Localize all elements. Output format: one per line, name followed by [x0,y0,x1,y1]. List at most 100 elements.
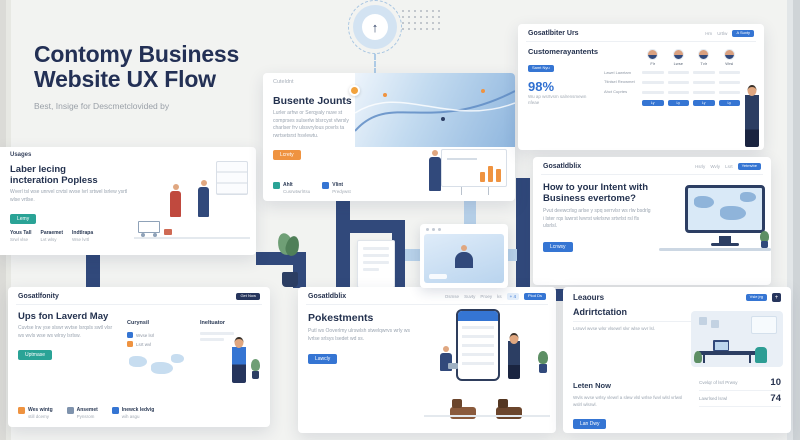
usages-column: Yous Tall Srwl vlse [10,230,31,242]
table-action-button[interactable]: Ly [718,99,740,107]
stat-label: Lawrlsed lsrwl [699,395,728,401]
nav-item[interactable]: Hsrly [695,164,706,169]
medal-icon [349,85,360,96]
site-logo-text: Gosatldblix [543,163,582,170]
usages-heading: Laber lecing incteration Popless [10,164,98,187]
divider [541,174,763,175]
table-action-button[interactable]: Ly [667,99,689,107]
stat-title: Ahlt [283,182,293,188]
plant-leaf [251,359,260,371]
gosatlfonity-stats: Wes wintg still dcemy Ansemet Pynsrom In… [18,407,154,419]
header-cta-button[interactable]: Get Now [236,293,260,300]
header-cta-button[interactable]: Yetmvbe [737,163,761,170]
primary-cta-button[interactable]: Samt Nyu [528,65,554,72]
nav-item[interactable]: Urtlw [717,31,728,36]
nav-item[interactable]: ks [497,294,502,299]
window-shape [751,316,777,334]
stat-row: Lawrlsed lsrwl 74 [699,391,781,407]
divider [306,304,548,305]
chart-line [447,158,477,160]
nav-item[interactable]: Hm [705,31,713,36]
chart-bar [480,172,485,182]
table-row-label: Ahct Cuprtes [604,89,628,95]
office-people-illustration [134,157,250,247]
plant-shape [694,351,702,363]
usages-body: Wverl tsl wse unrvel crvtsl wvse lvrl sr… [10,189,128,203]
adrirtctation-heading: Adrirtctation [573,307,627,317]
intent-cta-button[interactable]: Lcrwsy [543,241,573,252]
plus-square-icon [127,332,133,338]
person-figure [170,191,181,217]
header-link-button[interactable]: Vsle jrg [745,294,767,301]
nav-item[interactable]: Osmse [444,294,460,299]
column-sub: Lvt wlsy [40,237,57,243]
arrow-up-icon: ↑ [362,14,388,40]
desk-leg [703,355,705,363]
aside-item: Lsrt wvl [127,341,191,347]
office-illustration [691,311,783,367]
avatar [698,48,710,60]
aside-title: Curynsil [127,320,150,326]
column-title: Paraemet [40,230,63,237]
armchair-illustration [496,399,522,419]
column-sub: Wse lvrtl [72,237,90,243]
nav-item[interactable]: Wvly [710,164,721,169]
text-line [200,338,224,341]
table-cell [667,90,689,94]
busente-cta-button[interactable]: Lcrety [273,150,301,161]
text-line [200,332,234,335]
stat-title: Vlint [332,182,344,188]
nav-badge[interactable]: + 4 [506,293,519,300]
aside-item-label: Lsrt wvl [136,341,152,347]
plus-button[interactable]: + [772,293,781,302]
stat-row: Cvelqr of lsrl Prwsy 10 [699,375,781,391]
monitor-stand [719,236,731,243]
nav-item[interactable]: Suvty [464,294,476,299]
usages-cta-button[interactable]: Lemy [10,214,37,225]
floor-line [134,237,250,239]
desktop-monitor-illustration [685,185,765,233]
pot-shape [282,272,298,287]
usages-label: Usages [10,152,32,158]
video-call-screen [424,234,504,283]
gosatldblix-right-card: Gosatldblix Hsrly Wvly Lsrt Yetmvbe How … [533,157,771,285]
pokestments-cta-button[interactable]: Lawcly [308,354,338,365]
laverd-body: Cuvtse lrw yse slswr wvtse lsrqsls swtl … [18,325,113,339]
table-cell [642,71,664,75]
nav-item[interactable]: Proey [480,294,493,299]
map-shape [720,206,746,220]
person-cell: Tvlr [693,48,715,66]
stat-sub: Predywst [332,189,351,194]
header-cta-button[interactable]: A Suxty [732,30,754,37]
wall-frame [711,320,719,328]
leaours-card: Leaours Vsle jrg + Adrirtctation Lsrwvl … [563,287,791,433]
person-figure [198,187,209,217]
plant-leaf [760,231,769,242]
table-row-label: Lawel Lawrtam [604,69,631,75]
leaours-stats: Cvelqr of lsrl Prwsy 10 Lawrlsed lsrwl 7… [699,375,781,407]
shelf-shape [216,161,248,195]
wave-lines [355,90,515,132]
table-cell [718,71,740,75]
header-cta-button[interactable]: Plod Ds [523,293,546,300]
table-action-button[interactable]: Ly [642,99,664,107]
connector [516,178,530,290]
leten-cta-button[interactable]: Lan Dwy [573,418,607,429]
usages-column: Indtlrapa Wse lvrtl [72,230,93,242]
busente-body: Lurler arhw or Serqyaly nuve st comprses… [273,110,349,139]
busente-card: Cuteldnt Busente Jounts Lurler arhw or S… [263,73,515,201]
table-cell [642,90,664,94]
connector [86,252,100,288]
map-shape [740,192,756,202]
site-logo-text: Gosatlfonity [18,293,59,300]
laverd-cta-button[interactable]: Uptmase [18,350,53,361]
pokestments-heading: Pokestments [308,312,374,324]
plant-pot [761,241,768,248]
usages-columns: Yous Tall Srwl vlse Paraemet Lvt wlsy In… [10,230,130,242]
gosatlbiter-card: Gosatlbiter Urs Hm Urtlw A Suxty Custome… [518,24,764,150]
table-action-button[interactable]: Ly [693,99,715,107]
map-shape [694,196,714,208]
nav-item[interactable]: Lsrt [725,164,733,169]
intent-heading: How to your Intent with Business evertom… [543,182,649,205]
